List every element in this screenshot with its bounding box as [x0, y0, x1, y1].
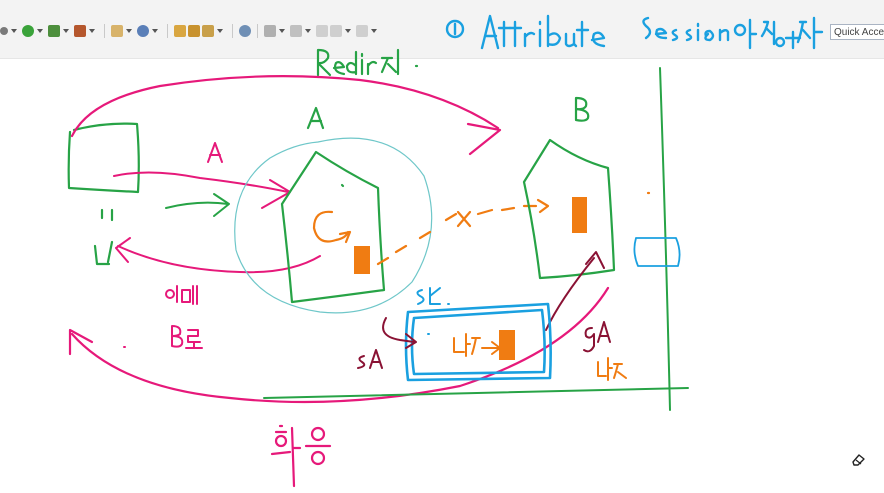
dropdown-arrow-icon[interactable]	[345, 29, 351, 33]
quick-access-input[interactable]: Quick Access	[830, 24, 884, 40]
dropdown-arrow-icon[interactable]	[305, 29, 311, 33]
pink-note-left	[123, 285, 203, 349]
handwritten-redirect-label	[316, 48, 419, 77]
pink-return-arc	[68, 286, 610, 404]
pink-note-bottom	[270, 424, 332, 488]
pink-redirect-arc	[70, 75, 502, 156]
pen-tool-icon[interactable]	[851, 452, 867, 466]
door-A	[354, 246, 370, 274]
gA-label	[583, 321, 611, 353]
orange-value-inside	[453, 333, 501, 357]
folder-icon[interactable]	[174, 25, 186, 37]
dropdown-arrow-icon[interactable]	[279, 29, 285, 33]
last-edit-icon[interactable]	[316, 25, 328, 37]
toolbar-separator	[232, 24, 233, 38]
annotation-icon[interactable]	[264, 25, 276, 37]
annotation-next-icon[interactable]	[290, 25, 302, 37]
open-file-icon[interactable]	[137, 25, 149, 37]
globe-icon[interactable]	[239, 25, 251, 37]
dropdown-arrow-icon[interactable]	[217, 29, 223, 33]
dark-red-arrow-sA	[357, 317, 417, 369]
dropdown-arrow-icon[interactable]	[371, 29, 377, 33]
dropdown-arrow-icon[interactable]	[11, 29, 17, 33]
eclipse-toolbar: Quick Access	[0, 0, 884, 59]
dropdown-arrow-icon[interactable]	[126, 29, 132, 33]
door-in-session	[499, 330, 515, 360]
profile-icon[interactable]	[74, 25, 86, 37]
green-border-lines	[263, 67, 689, 411]
session-circle	[234, 137, 433, 314]
dark-red-arrow-to-B	[545, 251, 605, 331]
door-B	[572, 197, 587, 233]
dropdown-arrow-icon[interactable]	[152, 29, 158, 33]
nav-back-icon[interactable]	[330, 25, 342, 37]
new-file-icon[interactable]	[111, 25, 123, 37]
toolbar-separator	[104, 24, 105, 38]
nav-forward-icon[interactable]	[356, 25, 368, 37]
pink-arrow-response	[115, 237, 321, 274]
orange-value-right	[597, 357, 627, 381]
blue-small-box	[633, 237, 681, 267]
label-A-green	[306, 106, 325, 130]
wand-icon[interactable]	[202, 25, 214, 37]
toolbar-separator	[257, 24, 258, 38]
debug-icon[interactable]	[48, 25, 60, 37]
green-arrow-to-A	[165, 193, 230, 217]
gear-icon[interactable]	[0, 27, 8, 35]
toolbar-row	[0, 21, 380, 41]
label-B-green	[574, 96, 590, 122]
orange-dashed-arrow	[376, 191, 651, 266]
client-box	[67, 122, 140, 266]
orange-swirl-A	[312, 210, 352, 244]
run-icon[interactable]	[22, 25, 34, 37]
folder-open-icon[interactable]	[188, 25, 200, 37]
handwritten-title	[445, 14, 824, 50]
label-A-pink	[207, 142, 223, 163]
dropdown-arrow-icon[interactable]	[63, 29, 69, 33]
session-rectangle	[404, 302, 552, 382]
house-A	[280, 150, 386, 304]
session-label-blue	[416, 287, 450, 305]
dropdown-arrow-icon[interactable]	[37, 29, 43, 33]
house-B	[522, 138, 616, 280]
dropdown-arrow-icon[interactable]	[89, 29, 95, 33]
toolbar-separator	[167, 24, 168, 38]
